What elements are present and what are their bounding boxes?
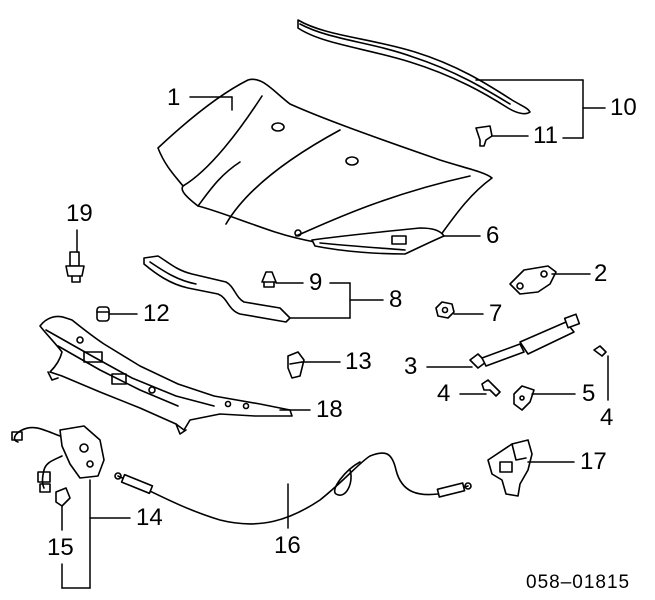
callout-4-left: 4 [437,380,451,407]
callout-10: 10 [610,94,637,121]
callout-13: 13 [345,348,372,375]
secondary-latch-part [487,439,533,497]
hood-strut-part [469,313,581,369]
release-cable-part [114,452,472,525]
small-clip-part [55,487,71,507]
hood-lock-part [11,425,105,493]
callout-19: 19 [66,200,93,227]
callout-6: 6 [486,222,500,249]
hood-panel-part [157,78,493,250]
clip-part [287,351,305,379]
lock-bracket-part [39,315,293,435]
callout-9: 9 [309,269,323,296]
callout-8: 8 [389,286,403,313]
bolt-part [481,379,501,397]
callout-12: 12 [143,300,170,327]
seal-clip-small-part [261,271,277,288]
callout-4-right: 4 [600,404,614,431]
callout-1: 1 [167,84,181,111]
hood-seal-part [297,19,531,115]
nut-part [435,301,455,319]
hood-hinge-part [509,265,557,295]
hood-bumper-part [65,251,85,283]
seal-clip-part [475,125,493,147]
callout-15: 15 [47,534,74,561]
callout-3: 3 [404,353,418,380]
callout-16: 16 [274,532,301,559]
leader-lines [61,79,609,589]
callout-17: 17 [580,448,607,475]
bracket-part [513,385,535,411]
callout-14: 14 [136,504,163,531]
bolt-part-right [593,345,607,357]
callout-7: 7 [489,300,503,327]
cushion-part [96,306,110,322]
diagram-code: 058–01815 [526,572,631,593]
callout-18: 18 [316,396,343,423]
callout-11: 11 [533,122,558,149]
callout-2: 2 [594,260,608,287]
callout-5: 5 [582,380,596,407]
